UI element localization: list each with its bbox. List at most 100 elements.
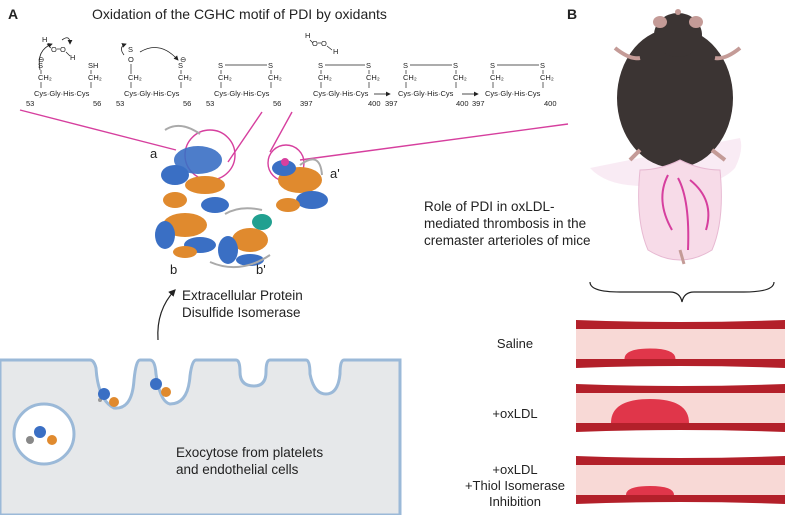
s5-left-ch2: CH₂	[403, 73, 417, 82]
vessel-label-saline: Saline	[460, 336, 570, 352]
s6-left-ch2: CH₂	[490, 73, 504, 82]
domain-label-b: b	[170, 262, 178, 277]
s4-left-num: 397	[300, 99, 313, 108]
s1-right-ch2: CH₂	[88, 73, 102, 82]
saline-label: Saline	[496, 336, 534, 351]
domain-a-ribbon	[161, 146, 229, 213]
s3-right-ch2: CH₂	[268, 73, 282, 82]
oxidant2-atom-o1: O	[312, 39, 318, 48]
domain-label-a-prime: a'	[330, 166, 340, 181]
s3-right-num: 56	[273, 99, 281, 108]
domain-a-prime-ribbon	[272, 158, 328, 212]
s4-left-ch2: CH₂	[318, 73, 332, 82]
inhib-label-line2: +Thiol Isomerase	[464, 478, 566, 493]
exocytosis-label: Exocytose from platelets and endothelial…	[176, 444, 323, 478]
s6-right-s: S	[540, 61, 545, 70]
s4-left-s: S	[318, 61, 323, 70]
s4-chain: Cys·Gly·His·Cys	[313, 89, 369, 98]
s4-right-num: 400	[368, 99, 381, 108]
structure-5: S CH₂ S CH₂ Cys·Gly·His·Cys 397 400	[385, 61, 479, 108]
s5-right-s: S	[453, 61, 458, 70]
oxidant2-atom-h2: H	[333, 47, 338, 56]
panel-a-title: Oxidation of the CGHC motif of PDI by ox…	[92, 6, 387, 22]
structure-1: S ⊖ CH₂ SH CH₂ Cys·Gly·His·Cys 53 56	[26, 55, 102, 108]
s3-right-s: S	[268, 61, 273, 70]
s1-right-sh: SH	[88, 61, 98, 70]
s5-right-num: 400	[456, 99, 469, 108]
s2-right-ch2: CH₂	[178, 73, 192, 82]
oxidant2-atom-o2: O	[321, 39, 327, 48]
secretion-arrow	[157, 289, 176, 341]
inhib-label-line1: +oxLDL	[492, 462, 538, 477]
oxldl-label: +oxLDL	[492, 406, 538, 421]
vessel-label-inhibition: +oxLDL +Thiol Isomerase Inhibition	[440, 462, 590, 510]
oxidant1-atom-o1: O	[51, 45, 57, 54]
domain-label-a: a	[150, 146, 158, 161]
s5-left-s: S	[403, 61, 408, 70]
s4-right-s: S	[366, 61, 371, 70]
s1-left-charge: ⊖	[38, 55, 44, 64]
cell-membrane-region	[0, 289, 402, 515]
s1-right-num: 56	[93, 99, 101, 108]
s1-left-num: 53	[26, 99, 34, 108]
s2-right-s: S	[178, 61, 183, 70]
s6-left-s: S	[490, 61, 495, 70]
exocytosis-line1: Exocytose from platelets	[176, 445, 324, 460]
s2-right-charge: ⊖	[180, 55, 186, 64]
s2-right-num: 56	[183, 99, 191, 108]
vessel-group	[576, 320, 785, 504]
domain-label-b-prime: b'	[256, 262, 266, 277]
exocytosis-line2: and endothelial cells	[176, 462, 299, 477]
panel-a-letter: A	[8, 6, 19, 22]
protein-label-line2: Disulfide Isomerase	[182, 305, 301, 320]
oxidant-2: H O O H	[305, 31, 338, 56]
s5-left-num: 397	[385, 99, 398, 108]
s6-right-ch2: CH₂	[540, 73, 554, 82]
s2-chain: Cys·Gly·His·Cys	[124, 89, 180, 98]
vessel-label-oxldl: +oxLDL	[460, 406, 570, 422]
thrombus-2	[626, 486, 674, 495]
vessel-lumen-0	[576, 329, 785, 359]
caption-line-1: Role of PDI in oxLDL-	[424, 199, 555, 214]
oxidant1-atom-o2: O	[60, 45, 66, 54]
oxidant-1: H O O H	[38, 35, 75, 71]
thrombus-1	[611, 399, 689, 423]
s3-left-s: S	[218, 61, 223, 70]
structure-6: S CH₂ S CH₂ Cys·Gly·His·Cys 397 400	[472, 61, 557, 108]
s3-left-num: 53	[206, 99, 214, 108]
vessel-lumen-2	[576, 465, 785, 495]
s5-chain: Cys·Gly·His·Cys	[398, 89, 454, 98]
mouse-illustration	[589, 9, 775, 303]
caption-line-2: mediated thrombosis in the	[424, 216, 587, 231]
protein-label-line1: Extracellular Protein	[182, 288, 303, 303]
inhib-label-line3: Inhibition	[488, 494, 542, 509]
panel-b-caption: Role of PDI in oxLDL- mediated thrombosi…	[424, 198, 591, 249]
structure-3: S CH₂ S CH₂ Cys·Gly·His·Cys 53 56	[206, 61, 282, 108]
s2-left-ch2: CH₂	[128, 73, 142, 82]
panel-b-letter: B	[567, 6, 578, 22]
s5-right-ch2: CH₂	[453, 73, 467, 82]
s2-left-num: 53	[116, 99, 124, 108]
s1-left-ch2: CH₂	[38, 73, 52, 82]
structure-4: S CH₂ S CH₂ Cys·Gly·His·Cys 397 400	[300, 61, 391, 108]
pdi-protein-structure	[155, 124, 328, 269]
s3-left-ch2: CH₂	[218, 73, 232, 82]
thrombus-0	[624, 348, 676, 359]
s1-left-s: S	[38, 61, 43, 70]
s6-right-num: 400	[544, 99, 557, 108]
s2-left-s: S	[128, 45, 133, 54]
s2-left-o: O	[128, 55, 134, 64]
domain-b-ribbon	[155, 213, 216, 258]
bracket	[589, 281, 775, 303]
oxidant1-atom-h2: H	[70, 53, 75, 62]
oxidant2-atom-h1: H	[305, 31, 310, 40]
s6-left-num: 397	[472, 99, 485, 108]
s1-chain: Cys·Gly·His·Cys	[34, 89, 90, 98]
s3-chain: Cys·Gly·His·Cys	[214, 89, 270, 98]
protein-label: Extracellular Protein Disulfide Isomeras…	[182, 287, 303, 321]
oxidant1-atom-h1: H	[42, 35, 47, 44]
s6-chain: Cys·Gly·His·Cys	[485, 89, 541, 98]
s4-right-ch2: CH₂	[366, 73, 380, 82]
caption-line-3: cremaster arterioles of mice	[424, 233, 591, 248]
